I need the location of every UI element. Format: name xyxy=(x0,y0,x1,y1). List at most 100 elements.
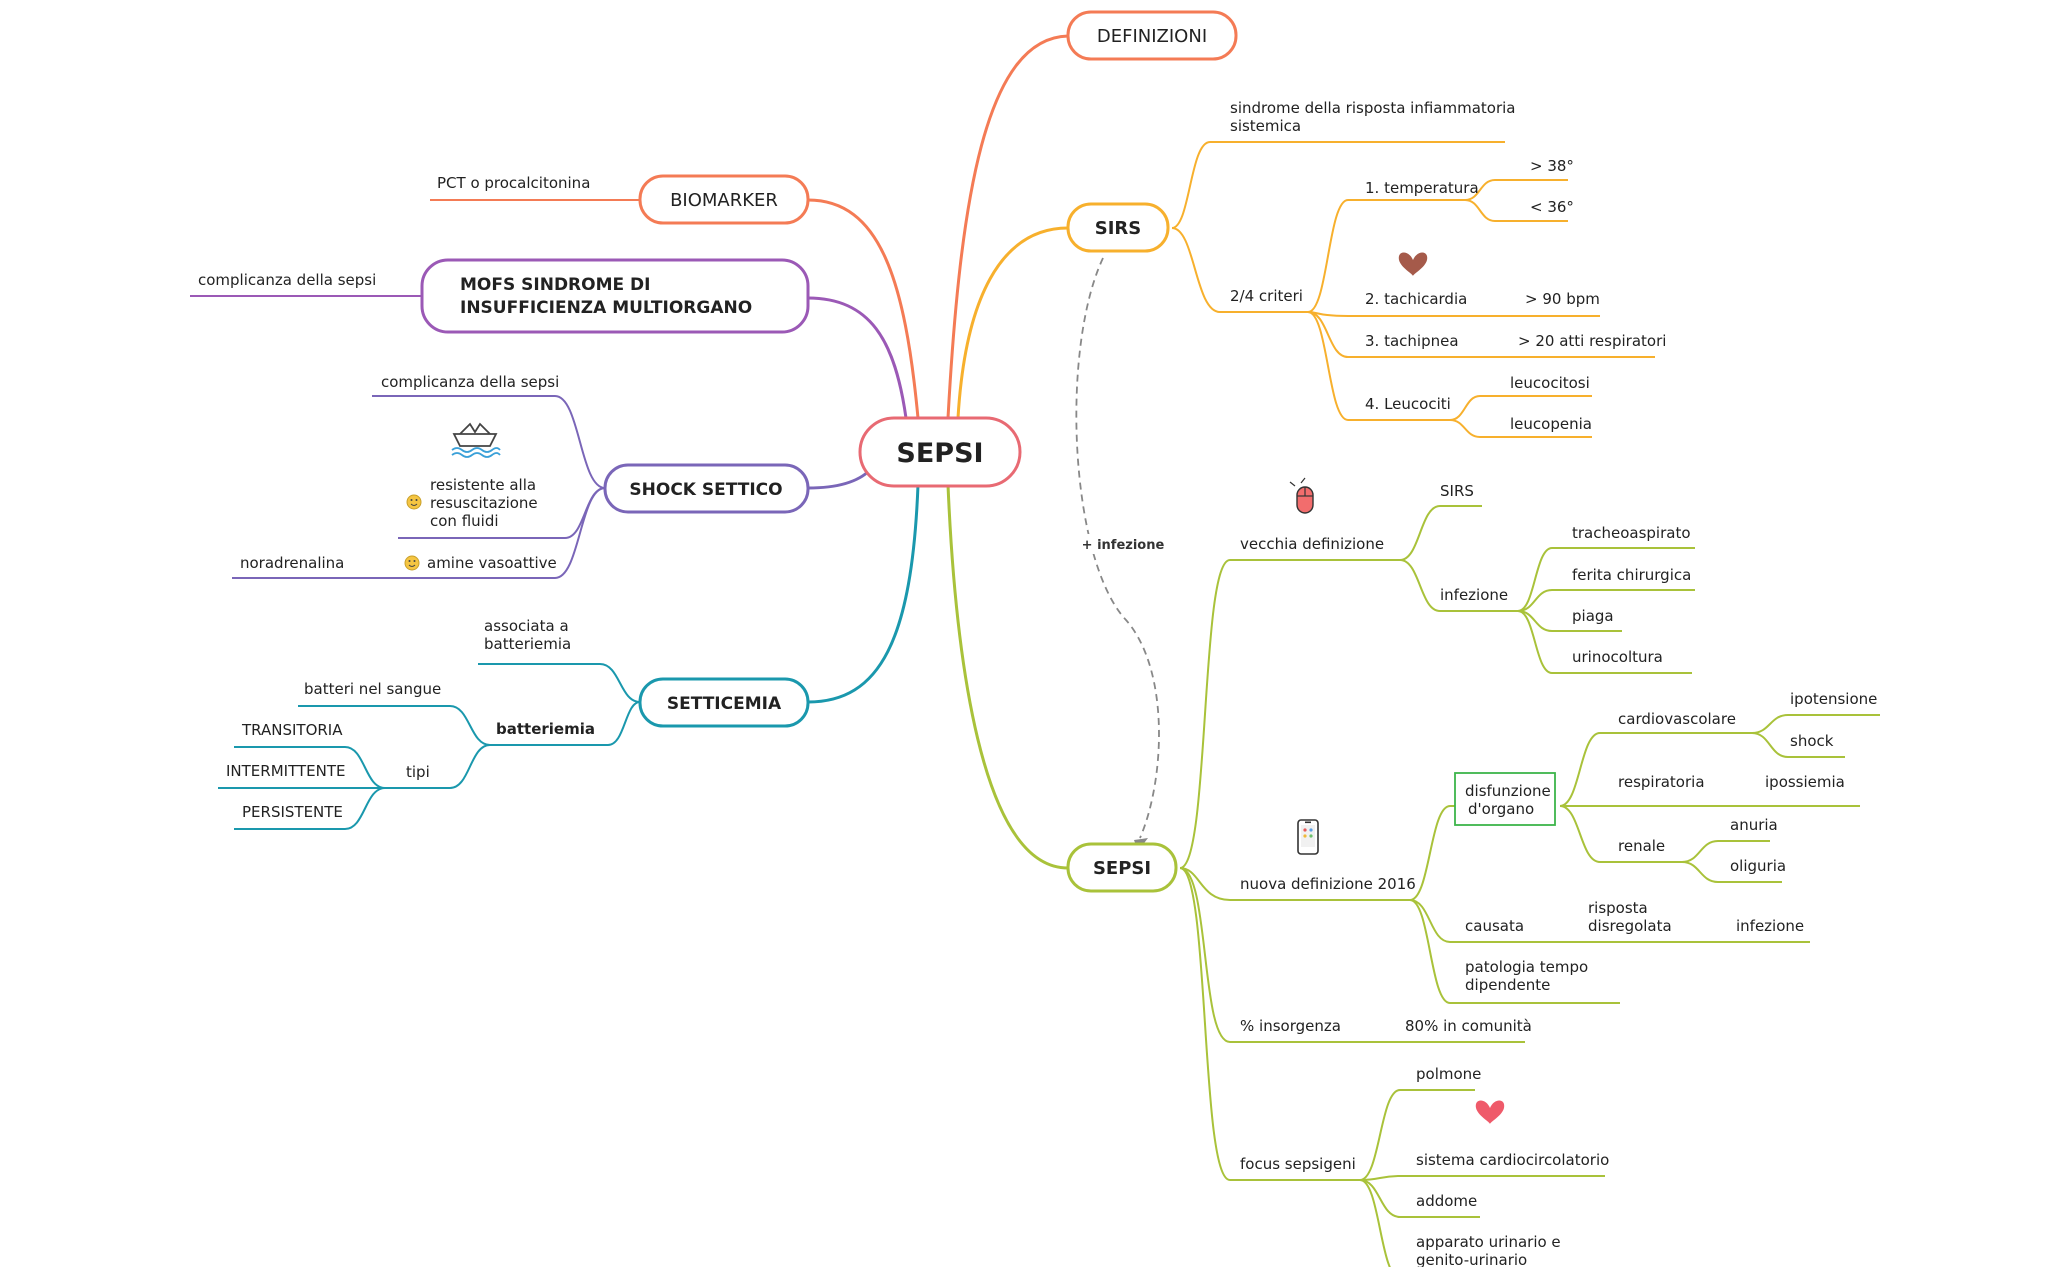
sepsi-urinario-line2: genito-urinario xyxy=(1416,1251,1527,1267)
sirs-criteri: 2/4 criteri xyxy=(1230,287,1303,305)
sepsi-ipotensione: ipotensione xyxy=(1790,690,1877,708)
setticemia-lines xyxy=(218,663,641,830)
sirs-tachipnea: 3. tachipnea xyxy=(1365,332,1459,350)
sepsi-cardio: cardiovascolare xyxy=(1618,710,1736,728)
sirs-leucopenia: leucopenia xyxy=(1510,415,1592,433)
topic-biomarker[interactable]: BIOMARKER xyxy=(638,174,810,225)
sepsi-respiratoria: respiratoria xyxy=(1618,773,1705,791)
sepsi-renale: renale xyxy=(1618,837,1665,855)
branch-definizioni xyxy=(946,34,1070,420)
sepsi-label: SEPSI xyxy=(1093,858,1151,879)
sepsi-cardio-circ: sistema cardiocircolatorio xyxy=(1416,1151,1609,1169)
sepsi-urinario-line1: apparato urinario e xyxy=(1416,1233,1561,1251)
sepsi-disfunzione-line1: disfunzione xyxy=(1465,782,1551,800)
sirs-label: SIRS xyxy=(1095,218,1142,239)
setticemia-associata-line1: associata a xyxy=(484,617,569,635)
sirs-temperatura: 1. temperatura xyxy=(1365,179,1479,197)
topic-sepsi[interactable]: SEPSI xyxy=(1066,842,1178,893)
sepsi-risposta-line2: disregolata xyxy=(1588,917,1672,935)
phone-icon xyxy=(1297,819,1319,855)
sirs-lines xyxy=(1171,141,1655,438)
shock-leaf3-child: noradrenalina xyxy=(240,554,344,572)
shock-leaf2-line1: resistente alla xyxy=(430,476,536,494)
setticemia-transitoria: TRANSITORIA xyxy=(241,721,343,739)
topic-shock-settico[interactable]: SHOCK SETTICO xyxy=(603,463,810,514)
branch-sepsi xyxy=(946,483,1070,870)
setticemia-batteri: batteri nel sangue xyxy=(304,680,441,698)
setticemia-tipi: tipi xyxy=(406,763,430,781)
sirs-leucociti: 4. Leucociti xyxy=(1365,395,1451,413)
boat-icon xyxy=(451,422,501,458)
branch-sirs xyxy=(956,226,1070,420)
shock-lines xyxy=(232,395,606,579)
shock-leaf2-line3: con fluidi xyxy=(430,512,499,530)
sepsi-vecchia: vecchia definizione xyxy=(1240,535,1384,553)
shock-leaf3: amine vasoattive xyxy=(427,554,557,572)
sepsi-disfunzione-line2: d'organo xyxy=(1468,800,1534,818)
sirs-def-line1: sindrome della risposta infiammatoria xyxy=(1230,99,1516,117)
sirs-temp-low: < 36° xyxy=(1530,198,1574,216)
sepsi-oliguria: oliguria xyxy=(1730,857,1786,875)
mouse-icon xyxy=(1289,477,1314,514)
setticemia-associata-line2: batteriemia xyxy=(484,635,571,653)
sepsi-lines xyxy=(1179,505,1880,1267)
sepsi-causata-infezione: infezione xyxy=(1736,917,1804,935)
sepsi-urinocoltura: urinocoltura xyxy=(1572,648,1663,666)
mofs-leaf: complicanza della sepsi xyxy=(198,271,376,289)
sepsi-nuova: nuova definizione 2016 xyxy=(1240,875,1416,893)
sirs-tachicardia: 2. tachicardia xyxy=(1365,290,1467,308)
branch-shock xyxy=(806,468,872,490)
branch-biomarker xyxy=(806,198,920,420)
setticemia-batteriemia: batteriemia xyxy=(496,720,595,738)
main-branches xyxy=(806,34,1070,870)
disfunzione-box xyxy=(1454,772,1556,826)
mofs-label-line1: MOFS SINDROME DI xyxy=(460,275,650,295)
mofs-label-line2: INSUFFICIENZA MULTIORGANO xyxy=(460,298,752,318)
topic-mofs[interactable]: MOFS SINDROME DI INSUFFICIENZA MULTIORGA… xyxy=(420,258,810,334)
sepsi-addome: addome xyxy=(1416,1192,1477,1210)
shock-leaf1: complicanza della sepsi xyxy=(381,373,559,391)
smiley-icon xyxy=(404,555,420,571)
sirs-tachipnea-val: > 20 atti respiratori xyxy=(1518,332,1666,350)
sepsi-risposta-line1: risposta xyxy=(1588,899,1648,917)
sirs-temp-high: > 38° xyxy=(1530,157,1574,175)
sepsi-patologia-line2: dipendente xyxy=(1465,976,1550,994)
branch-mofs xyxy=(806,296,908,420)
sepsi-patologia-line1: patologia tempo xyxy=(1465,958,1588,976)
topic-definizioni[interactable]: DEFINIZIONI xyxy=(1066,10,1238,61)
sirs-def-line2: sistemica xyxy=(1230,117,1301,135)
relationship-arrow: + infezione xyxy=(1075,257,1165,851)
sepsi-polmone: polmone xyxy=(1416,1065,1481,1083)
heart-icon xyxy=(1398,252,1428,276)
sepsi-shock: shock xyxy=(1790,732,1834,750)
smiley-icon xyxy=(406,494,422,510)
biomarker-leaf: PCT o procalcitonina xyxy=(437,174,590,192)
branch-setticemia xyxy=(806,483,920,704)
sepsi-causata: causata xyxy=(1465,917,1524,935)
relation-label: + infezione xyxy=(1082,538,1165,553)
sepsi-focus: focus sepsigeni xyxy=(1240,1155,1356,1173)
setticemia-intermittente: INTERMITTENTE xyxy=(226,762,345,780)
sepsi-insorgenza: % insorgenza xyxy=(1240,1017,1341,1035)
shock-label: SHOCK SETTICO xyxy=(629,480,782,500)
topic-sirs[interactable]: SIRS xyxy=(1066,202,1170,253)
topic-setticemia[interactable]: SETTICEMIA xyxy=(638,677,810,728)
sepsi-ferita: ferita chirurgica xyxy=(1572,566,1691,584)
sirs-tachicardia-val: > 90 bpm xyxy=(1525,290,1600,308)
sepsi-infezione: infezione xyxy=(1440,586,1508,604)
center-label: SEPSI xyxy=(896,438,983,469)
sepsi-anuria: anuria xyxy=(1730,816,1778,834)
sirs-leucocitosi: leucocitosi xyxy=(1510,374,1590,392)
sepsi-comunita: 80% in comunità xyxy=(1405,1017,1532,1035)
heart-icon xyxy=(1475,1100,1505,1124)
center-node[interactable]: SEPSI xyxy=(858,416,1022,488)
shock-leaf2-line2: resuscitazione xyxy=(430,494,538,512)
sepsi-tracheo: tracheoaspirato xyxy=(1572,524,1691,542)
definizioni-label: DEFINIZIONI xyxy=(1097,26,1207,47)
setticemia-label: SETTICEMIA xyxy=(667,694,782,714)
sepsi-vecchia-sirs: SIRS xyxy=(1440,482,1474,500)
sepsi-piaga: piaga xyxy=(1572,607,1614,625)
sepsi-ipossiemia: ipossiemia xyxy=(1765,773,1845,791)
setticemia-persistente: PERSISTENTE xyxy=(242,803,343,821)
